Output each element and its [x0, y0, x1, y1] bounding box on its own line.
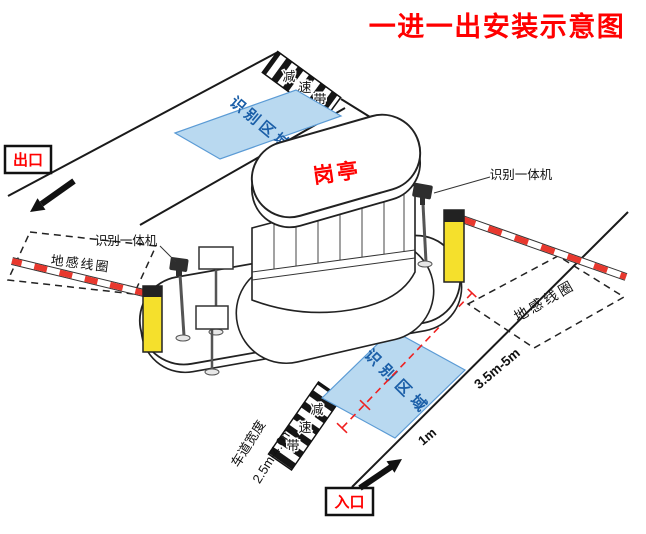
barrier-right-cap — [444, 210, 464, 222]
camera-mount-right — [420, 197, 425, 205]
ground-loop-left-label: 地感线圈 — [50, 252, 111, 274]
barrier-right-arm-stripes — [460, 216, 628, 280]
measure-tick-2 — [359, 399, 371, 411]
camera-icon — [412, 182, 433, 200]
speed-bump-bottom: 减 速 带 — [267, 380, 343, 472]
speed-bump-top-char1: 减 — [282, 69, 295, 84]
reader-right-pole — [421, 203, 428, 263]
reader-left-leader — [159, 245, 177, 263]
reader-unit-left: 识别一体机 — [95, 234, 191, 342]
reader-unit-right: 识别一体机 — [412, 168, 553, 268]
recognition-zone-entry-area — [320, 329, 467, 439]
entrance-arrow-shaft — [358, 464, 393, 491]
reader-right-base — [417, 260, 433, 268]
speed-bump-bottom-char3: 带 — [286, 438, 299, 453]
dimension-main-label: 3.5m-5m — [471, 345, 523, 392]
barrier-left-arm-stripes — [11, 258, 149, 297]
exit-arrow-head — [30, 198, 46, 212]
sign-1-panel — [198, 246, 234, 270]
reader-right-leader — [433, 176, 491, 194]
exit-arrow-shaft — [39, 178, 76, 207]
ground-loop-left-outline — [6, 231, 158, 295]
measure-tick-1 — [467, 288, 477, 298]
sign-board-2 — [195, 305, 229, 376]
exit-label: 出口 — [13, 151, 43, 169]
booth-roof-top — [250, 113, 422, 219]
measure-tick-3 — [336, 422, 348, 434]
recognition-zone-entry: 识别区域 — [320, 329, 467, 439]
entrance-arrow-head — [386, 459, 402, 473]
exit-lane-outer-edge — [7, 51, 279, 197]
camera-mount-left — [176, 269, 182, 276]
sign-2-panel — [195, 305, 229, 330]
ground-loop-left: 地感线圈 — [6, 231, 158, 295]
booth-body — [251, 183, 416, 314]
reader-left-pole — [178, 273, 186, 337]
exit-box — [3, 144, 53, 175]
ground-loop-right-label: 地感线圈 — [511, 277, 578, 325]
barrier-gate-left — [11, 257, 163, 353]
speed-bump-top-char2: 速 — [298, 80, 311, 95]
reader-right-label: 识别一体机 — [490, 168, 553, 182]
recognition-zone-exit-area — [173, 89, 343, 160]
exit-lane-inner-edge — [139, 107, 346, 226]
entrance-box — [324, 486, 375, 517]
reader-left-label: 识别一体机 — [95, 234, 158, 248]
barrier-left-cap — [143, 286, 162, 297]
page-title: 一进一出安装示意图 — [369, 11, 626, 42]
speed-bump-bottom-char2: 速 — [298, 420, 311, 435]
entrance-label: 入口 — [334, 494, 364, 511]
guard-booth: 岗亭 — [235, 113, 435, 365]
measure-dashed-line — [341, 292, 473, 429]
sign-2-base — [204, 368, 220, 376]
dimension-small-label: 1m — [415, 425, 439, 449]
barrier-gate-right — [443, 209, 628, 283]
speed-bump-bottom-char1: 减 — [310, 402, 323, 417]
entrance-marker: 入口 — [324, 459, 402, 517]
reader-left-base — [175, 334, 191, 342]
booth-sill — [251, 249, 416, 281]
exit-marker: 出口 — [3, 144, 76, 212]
